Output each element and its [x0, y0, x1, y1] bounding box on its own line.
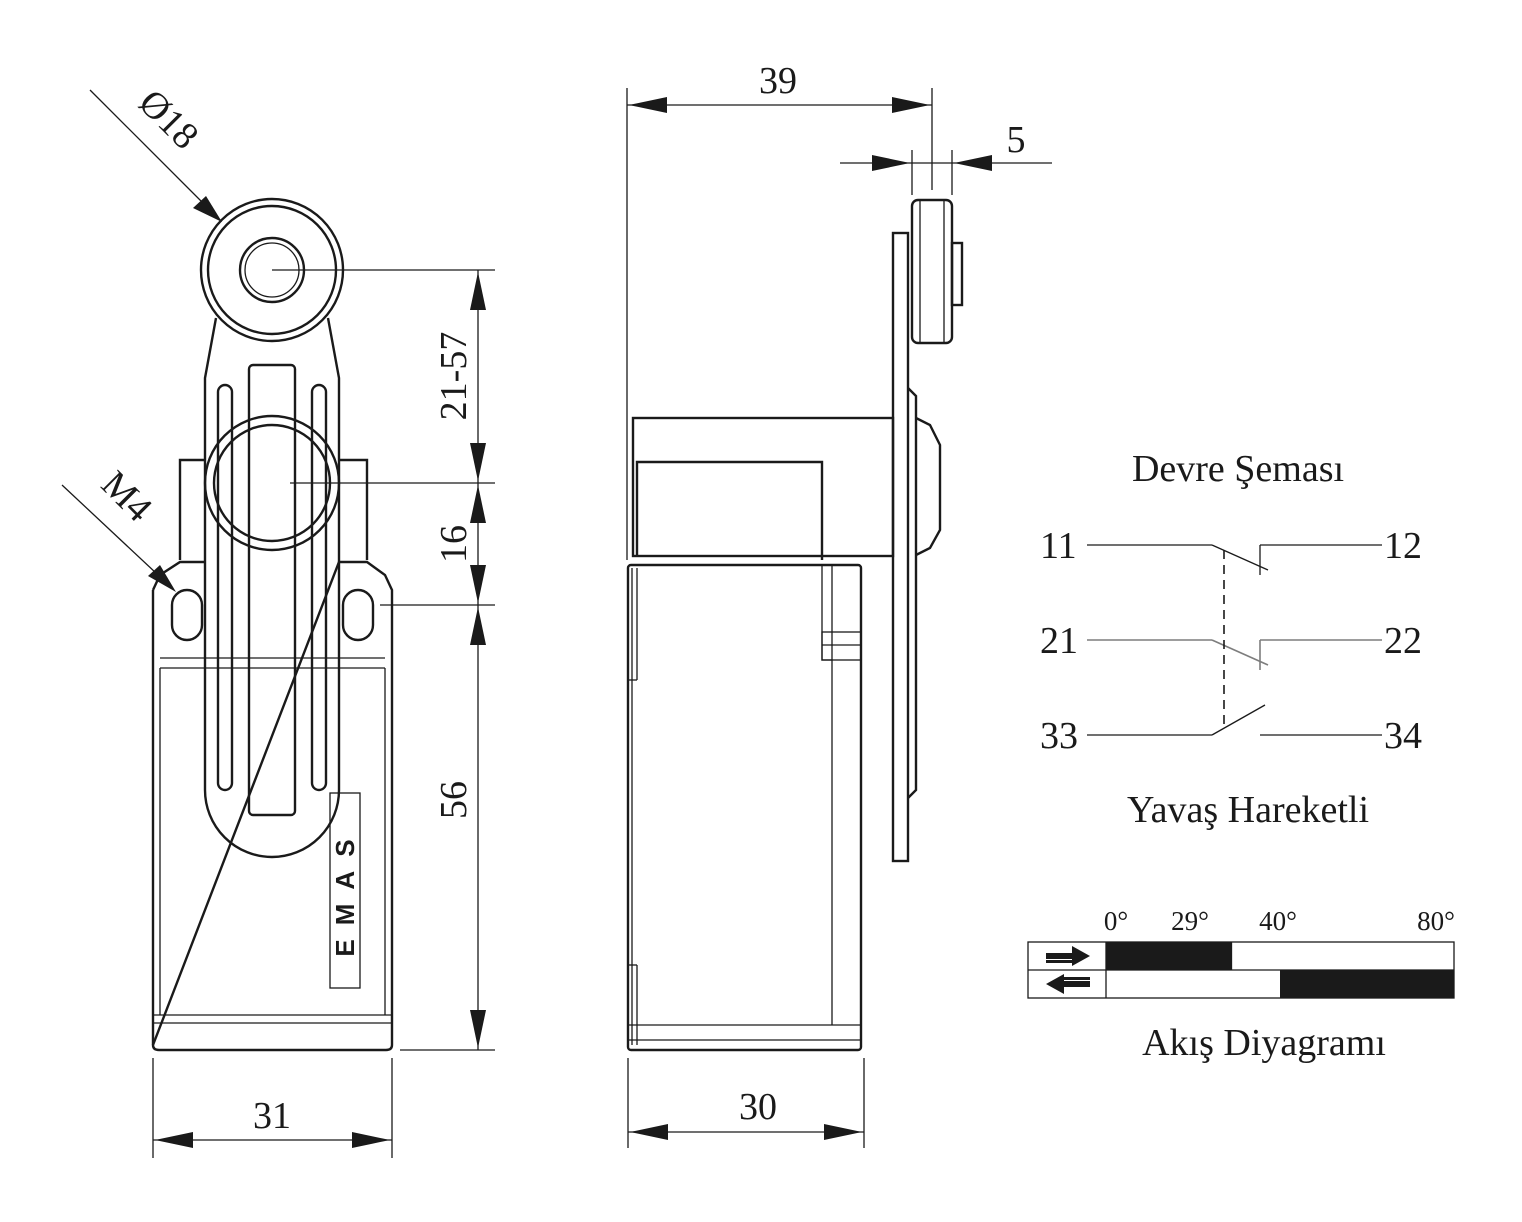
arrow-right-icon: [1046, 946, 1090, 966]
terminal-11: 11: [1040, 525, 1077, 567]
circuit-title: Devre Şeması: [1132, 448, 1344, 490]
leader-roller-diameter: [89, 89, 219, 219]
lever-slot-left: [216, 383, 234, 792]
lever-arm: [203, 317, 341, 859]
dim-body-width: 31: [253, 1095, 291, 1137]
dim-pivot-offset: 16: [433, 525, 475, 563]
dim-thread: M4: [93, 463, 160, 530]
dim-body-height: 56: [433, 781, 475, 819]
angle-label-40: 40°: [1259, 906, 1297, 936]
head-left: [178, 458, 205, 560]
dim-roller-width: 5: [1007, 119, 1026, 161]
circuit-subtitle: Yavaş Hareketli: [1127, 789, 1369, 831]
flow-bar-forward: [1106, 942, 1233, 970]
arrow-left-icon: [1046, 974, 1090, 994]
circuit-diagram: Devre Şeması 11 12 21 22 33 34 Yavaş Har…: [1040, 448, 1422, 831]
dim-lever-range: 21-57: [433, 332, 475, 421]
front-view: EMAS 21-57 16 56 Ø18 M4 31: [61, 82, 495, 1158]
terminal-21: 21: [1040, 620, 1078, 662]
terminal-34: 34: [1384, 715, 1422, 757]
terminal-12: 12: [1384, 525, 1422, 567]
angle-label-29: 29°: [1171, 906, 1209, 936]
brand-logo: EMAS: [329, 792, 361, 989]
side-roller-axle: [950, 241, 964, 307]
flow-diagram: 0° 29° 40° 80° Akış Diyagramı: [1027, 906, 1455, 1064]
dim-body-depth: 30: [739, 1086, 777, 1128]
body-outline: [151, 560, 394, 1052]
head-right: [339, 458, 369, 560]
side-pivot-boss: [915, 416, 942, 557]
lever-slot-right: [310, 383, 328, 792]
dim-roller-diameter: Ø18: [130, 82, 206, 158]
side-roller: [910, 198, 954, 345]
mount-slot-left: [170, 588, 204, 642]
brand-logo-text: EMAS: [330, 825, 360, 956]
side-view: 39 5: [626, 60, 1052, 1148]
mount-slot-right: [341, 588, 375, 642]
angle-label-0: 0°: [1104, 906, 1128, 936]
flow-title: Akış Diyagramı: [1142, 1022, 1386, 1064]
side-head-block: [631, 416, 895, 558]
side-body: [626, 563, 863, 1052]
lever-center-slot: [247, 363, 297, 817]
dim-total-depth: 39: [759, 60, 797, 102]
terminal-33: 33: [1040, 715, 1078, 757]
angle-label-80: 80°: [1417, 906, 1455, 936]
flow-bar-return: [1280, 970, 1454, 998]
side-lever-plate: [891, 231, 910, 863]
terminal-22: 22: [1384, 620, 1422, 662]
